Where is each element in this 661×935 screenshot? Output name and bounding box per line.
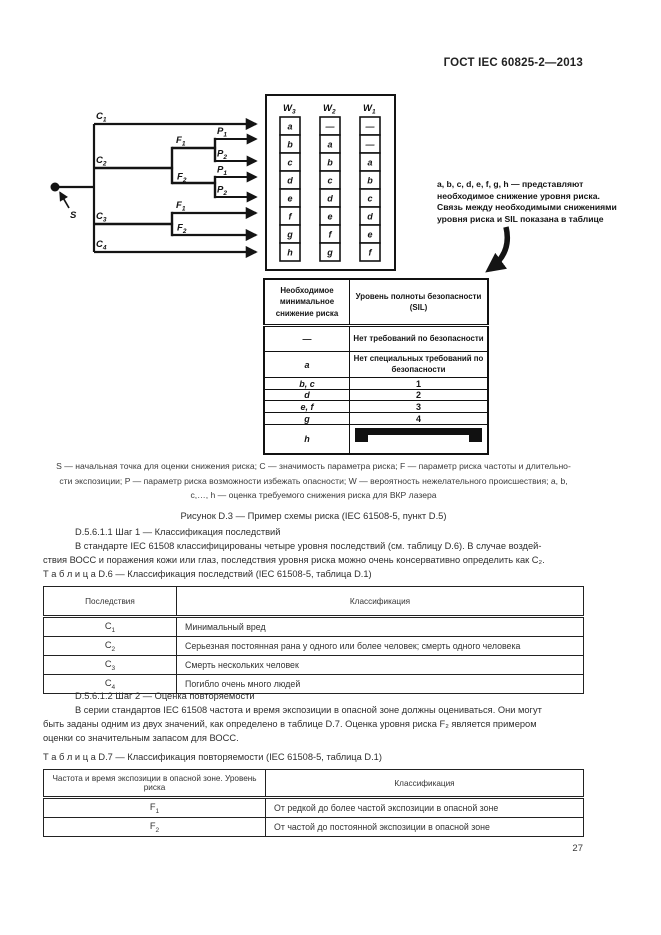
sil-col1-header: Необходимое минимальное снижение риска — [263, 278, 350, 327]
figure-annotation: a, b, c, d, e, f, g, h — представляют не… — [437, 179, 617, 225]
annotation-line: уровня риска и SIL показана в таблице — [437, 213, 604, 224]
table-d6: Последствия Классификация C1 Минимальный… — [43, 586, 584, 694]
svg-text:d: d — [287, 176, 293, 186]
column-header: Классификация — [265, 769, 584, 799]
table-row: F1 От редкой до более частой экспозиции … — [43, 797, 584, 818]
table-d6-label: Т а б л и ц а D.6 — Классификация послед… — [43, 569, 372, 579]
svg-text:b: b — [327, 158, 333, 168]
svg-text:c: c — [327, 176, 332, 186]
svg-text:f: f — [369, 248, 373, 258]
paragraph-line: оценки со значительным запасом для ВОСС. — [43, 733, 239, 743]
svg-text:b: b — [287, 140, 293, 150]
paragraph-line: быть заданы одним из двух значений, как … — [43, 719, 537, 729]
paragraph-line: В серии стандартов IEC 61508 частота и в… — [75, 705, 542, 715]
annotation-line: необходимое снижение уровня риска. — [437, 190, 600, 201]
table-row: C4 Погибло очень много людей — [43, 674, 584, 694]
section-heading-d56112: D.5.6.1.2 Шаг 2 — Оценка повторяемости — [75, 691, 255, 701]
callout-arrow — [485, 226, 511, 273]
svg-text:f: f — [329, 230, 333, 240]
page-header: ГОСТ IEC 60825-2—2013 — [443, 57, 583, 69]
label-f2-b: F2 — [177, 223, 187, 236]
svg-text:a: a — [367, 158, 372, 168]
label-c3: C3 — [96, 211, 107, 224]
page-number: 27 — [572, 843, 583, 854]
svg-text:g: g — [286, 230, 293, 240]
svg-text:d: d — [327, 194, 333, 204]
svg-text:—: — — [325, 122, 336, 132]
table-row: — Нет требований по безопасности — [263, 325, 489, 352]
paragraph-line: В стандарте IEC 61508 классифицированы ч… — [75, 541, 542, 551]
label-c2: C2 — [96, 155, 107, 168]
svg-text:h: h — [287, 248, 293, 258]
table-row: d 2 — [263, 389, 489, 401]
svg-text:b: b — [367, 176, 373, 186]
table-row: g 4 — [263, 412, 489, 425]
svg-text:a: a — [287, 122, 292, 132]
table-row: C1 Минимальный вред — [43, 616, 584, 637]
svg-text:—: — — [365, 122, 376, 132]
svg-text:d: d — [367, 212, 373, 222]
table-row: a Нет специальных требований по безопасн… — [263, 351, 489, 378]
column-header: Частота и время экспозиции в опасной зон… — [43, 769, 266, 799]
svg-text:a: a — [327, 140, 332, 150]
legend-line: c,…, h — оценка требуемого снижения риск… — [190, 490, 437, 501]
figure-legend: S — начальная точка для оценки снижения … — [43, 459, 584, 503]
w3-cell-letters: a b c d e f g h — [286, 122, 293, 258]
annotation-line: Связь между необходимыми снижениями — [437, 202, 617, 213]
svg-text:c: c — [367, 194, 372, 204]
label-f1-a: F1 — [176, 135, 186, 148]
table-d7-label: Т а б л и ц а D.7 — Классификация повтор… — [43, 752, 382, 762]
table-row: C3 Смерть нескольких человек — [43, 655, 584, 675]
svg-text:e: e — [367, 230, 372, 240]
s-arrow — [59, 191, 70, 209]
section-heading-d56111: D.5.6.1.1 Шаг 1 — Классификация последст… — [75, 527, 281, 537]
table-row: C2 Серьезная постоянная рана у одного ил… — [43, 636, 584, 656]
svg-text:f: f — [289, 212, 293, 222]
svg-text:e: e — [327, 212, 332, 222]
label-w3: W3 — [283, 103, 296, 116]
label-p1-b: P1 — [217, 165, 227, 178]
legend-line: сти экспозиции; P — параметр риска возмо… — [59, 475, 568, 486]
figure-title: Рисунок D.3 — Пример схемы риска (IEC 61… — [180, 510, 447, 521]
label-w2: W2 — [323, 103, 336, 116]
legend-line: S — начальная точка для оценки снижения … — [56, 461, 571, 471]
table-row: h — [263, 424, 489, 455]
w2-column — [319, 116, 341, 262]
table-row: e, f 3 — [263, 400, 489, 413]
svg-text:—: — — [365, 140, 376, 150]
table-row: F2 От частой до постоянной экспозиции в … — [43, 817, 584, 837]
label-c4: C4 — [96, 239, 107, 252]
label-w1: W1 — [363, 103, 376, 116]
paragraph-line: ствия ВОСС и поражения кожи или глаз, по… — [43, 555, 545, 565]
risk-graph-figure: S C1 C2 C3 C4 F1 F2 F1 F2 P1 P2 P1 P2 W3 — [50, 94, 511, 273]
label-p2-a: P2 — [217, 149, 227, 162]
label-p2-b: P2 — [217, 185, 227, 198]
w1-cell-letters: — — a b c d e f — [365, 122, 376, 258]
table-row: b, c 1 — [263, 377, 489, 390]
table-d7: Частота и время экспозиции в опасной зон… — [43, 769, 584, 837]
svg-text:g: g — [326, 248, 333, 258]
svg-text:c: c — [287, 158, 292, 168]
label-p1-a: P1 — [217, 126, 227, 139]
sil-table: Необходимое минимальное снижение риска У… — [263, 278, 489, 455]
column-header: Последствия — [43, 586, 177, 618]
annotation-line: a, b, c, d, e, f, g, h — представляют — [437, 179, 584, 189]
label-s: S — [70, 210, 77, 221]
svg-text:e: e — [287, 194, 292, 204]
w2-cell-letters: — a b c d e f g — [325, 122, 336, 258]
sil-col2-header: Уровень полноты безопасности (SIL) — [349, 278, 489, 327]
label-c1: C1 — [96, 111, 107, 124]
w1-column — [359, 116, 381, 262]
w3-column — [279, 116, 301, 262]
column-header: Классификация — [176, 586, 584, 618]
label-f1-b: F1 — [176, 200, 186, 213]
label-f2-a: F2 — [177, 172, 187, 185]
black-bar-symbol — [350, 425, 487, 453]
